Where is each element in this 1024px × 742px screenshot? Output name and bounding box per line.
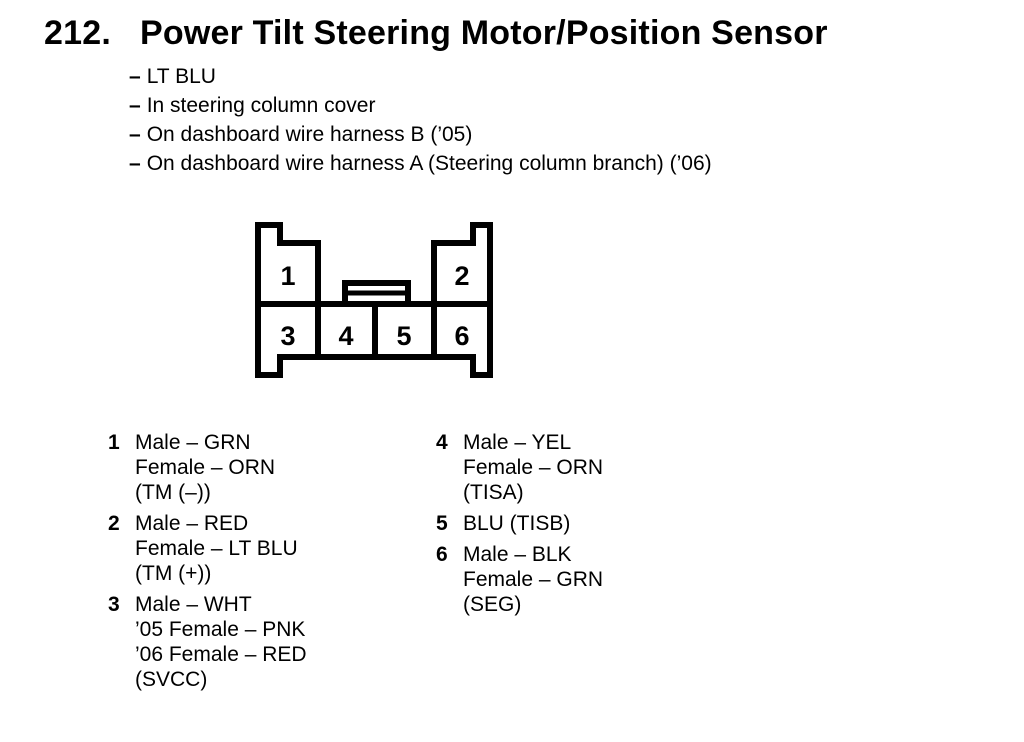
legend-pin-number: 4 [436, 431, 448, 454]
pin-label-3: 3 [280, 321, 295, 351]
section-title-text: Power Tilt Steering Motor/Position Senso… [140, 14, 828, 52]
pin-label-4: 4 [338, 321, 353, 351]
legend-line: Male – RED [135, 512, 249, 535]
legend-line: Female – LT BLU [135, 537, 298, 560]
note-text: On dashboard wire harness A (Steering co… [146, 152, 712, 175]
legend-item-pin-3: 3 Male – WHT ’05 Female – PNK ’06 Female… [108, 592, 307, 692]
legend-pin-text: Male – YEL Female – ORN (TISA) [463, 430, 603, 505]
pin-label-5: 5 [396, 321, 411, 351]
note-text: LT BLU [146, 65, 216, 88]
legend-pin-text: BLU (TISB) [463, 511, 570, 536]
legend-pin-number: 5 [436, 512, 448, 535]
connector-notes: – LT BLU – In steering column cover – On… [129, 62, 712, 178]
page-title: 212. Power Tilt Steering Motor/Position … [44, 14, 828, 52]
pin-legend-right: 4 Male – YEL Female – ORN (TISA) 5 BLU (… [436, 430, 603, 623]
legend-pin-text: Male – RED Female – LT BLU (TM (+)) [135, 511, 298, 586]
legend-pin-number: 1 [108, 431, 120, 454]
legend-line: Female – GRN [463, 568, 604, 591]
note-dash: – [129, 94, 141, 117]
legend-line: Male – GRN [135, 431, 251, 454]
legend-line: BLU (TISB) [463, 512, 571, 535]
note-line: – On dashboard wire harness B (’05) [129, 120, 712, 149]
legend-line: (SVCC) [135, 668, 208, 691]
pin-label-6: 6 [454, 321, 469, 351]
note-text: On dashboard wire harness B (’05) [146, 123, 473, 146]
legend-line: ’05 Female – PNK [135, 618, 306, 641]
legend-pin-number: 3 [108, 593, 120, 616]
legend-line: Male – WHT [135, 593, 252, 616]
note-line: – On dashboard wire harness A (Steering … [129, 149, 712, 178]
legend-pin-text: Male – BLK Female – GRN (SEG) [463, 542, 603, 617]
legend-line: ’06 Female – RED [135, 643, 307, 666]
pin-legend-left: 1 Male – GRN Female – ORN (TM (–)) 2 Mal… [108, 430, 307, 698]
note-dash: – [129, 152, 141, 175]
legend-line: Male – BLK [463, 543, 572, 566]
note-line: – LT BLU [129, 62, 712, 91]
legend-pin-text: Male – WHT ’05 Female – PNK ’06 Female –… [135, 592, 307, 692]
legend-line: (TM (+)) [135, 562, 212, 585]
legend-line: Male – YEL [463, 431, 572, 454]
legend-item-pin-2: 2 Male – RED Female – LT BLU (TM (+)) [108, 511, 307, 586]
legend-item-pin-5: 5 BLU (TISB) [436, 511, 603, 536]
section-number: 212. [44, 14, 111, 52]
legend-item-pin-6: 6 Male – BLK Female – GRN (SEG) [436, 542, 603, 617]
legend-line: (SEG) [463, 593, 522, 616]
legend-line: (TM (–)) [135, 481, 211, 504]
legend-line: Female – ORN [463, 456, 604, 479]
note-dash: – [129, 65, 141, 88]
legend-line: Female – ORN [135, 456, 276, 479]
note-line: – In steering column cover [129, 91, 712, 120]
note-text: In steering column cover [146, 94, 376, 117]
legend-pin-text: Male – GRN Female – ORN (TM (–)) [135, 430, 275, 505]
note-dash: – [129, 123, 141, 146]
legend-pin-number: 2 [108, 512, 120, 535]
legend-line: (TISA) [463, 481, 524, 504]
legend-item-pin-4: 4 Male – YEL Female – ORN (TISA) [436, 430, 603, 505]
pin-label-2: 2 [454, 261, 469, 291]
legend-item-pin-1: 1 Male – GRN Female – ORN (TM (–)) [108, 430, 307, 505]
legend-pin-number: 6 [436, 543, 448, 566]
pin-label-1: 1 [280, 261, 295, 291]
